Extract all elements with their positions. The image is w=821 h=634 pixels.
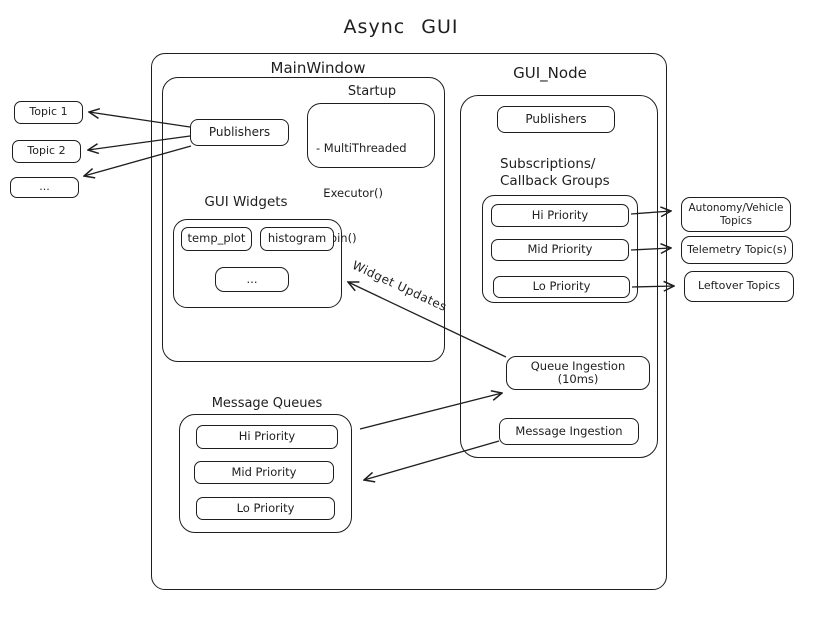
topic-more-node: ... [10, 177, 79, 198]
widget-histogram-node: histogram [260, 227, 334, 251]
callback-group-lo-priority-node: Lo Priority [493, 276, 630, 298]
message-ingestion-node: Message Ingestion [499, 418, 639, 445]
message-queue-mid-priority-node: Mid Priority [194, 461, 334, 484]
main-window-box [162, 77, 445, 362]
telemetry-topics-node: Telemetry Topic(s) [681, 236, 793, 264]
gui-node-publishers-node: Publishers [497, 106, 615, 133]
callback-group-hi-priority-node: Hi Priority [491, 204, 629, 227]
startup-step: - MultiThreaded [316, 141, 407, 155]
leftover-topics-node: Leftover Topics [684, 271, 794, 302]
system-boundary-box [151, 53, 667, 590]
message-queues-label: Message Queues [211, 396, 323, 411]
gui-node-box [460, 95, 658, 458]
message-queues-box [179, 414, 352, 533]
topic2-node: Topic 2 [12, 140, 81, 163]
gui-widgets-box [173, 219, 342, 308]
message-queue-lo-priority-node: Lo Priority [196, 497, 335, 520]
message-queue-hi-priority-node: Hi Priority [196, 425, 338, 449]
subscriptions-heading-line2: Callback Groups [500, 173, 610, 189]
autonomy-vehicle-topics-node: Autonomy/Vehicle Topics [681, 197, 791, 232]
subscriptions-heading-line1: Subscriptions/ [500, 156, 596, 172]
startup-label: Startup [347, 84, 397, 99]
startup-steps: - MultiThreaded Executor() - spin() [316, 111, 407, 276]
widget-more-node: ... [215, 267, 289, 292]
gui-widgets-label: GUI Widgets [204, 194, 288, 210]
topic1-node: Topic 1 [14, 101, 83, 124]
widget-temp-plot-node: temp_plot [181, 227, 252, 251]
startup-box [307, 103, 435, 168]
queue-ingestion-node: Queue Ingestion (10ms) [506, 356, 650, 390]
diagram-title: Async GUI [343, 16, 459, 38]
callback-group-mid-priority-node: Mid Priority [491, 239, 629, 261]
startup-step: Executor() [316, 186, 383, 200]
gui-node-label: GUI_Node [513, 64, 587, 82]
main-window-publishers-node: Publishers [190, 119, 289, 146]
main-window-label: MainWindow [270, 59, 366, 77]
